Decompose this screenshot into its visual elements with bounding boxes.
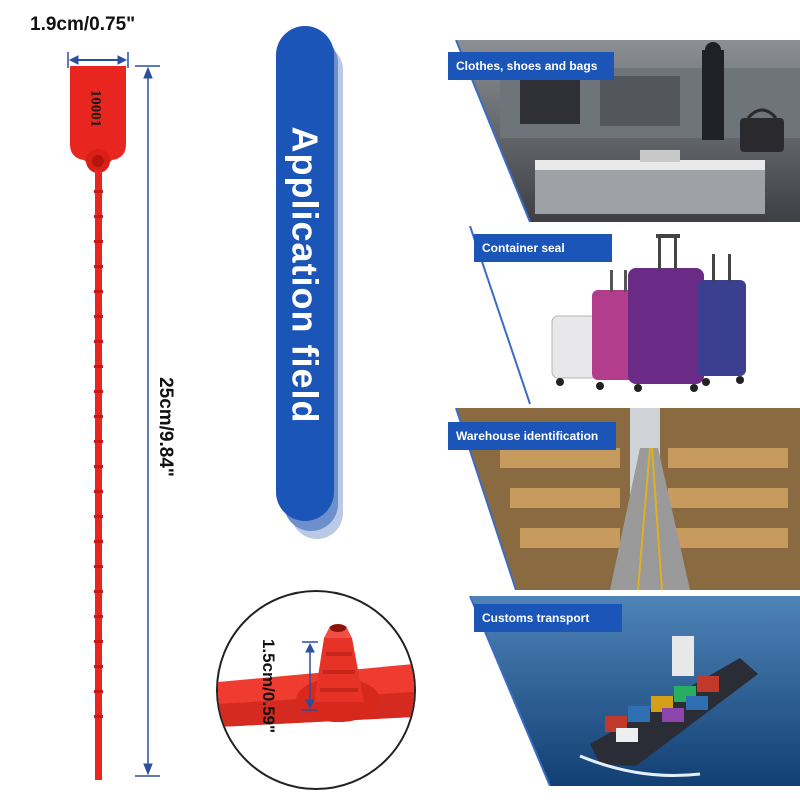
mannequin-icon xyxy=(702,50,724,140)
suitcase-icon xyxy=(628,268,704,384)
warehouse-photo: Warehouse identification xyxy=(440,408,800,590)
length-label: 25cm/9.84" xyxy=(155,377,176,477)
application-label-clothes: Clothes, shoes and bags xyxy=(448,52,614,80)
luggage-photo: Container seal xyxy=(440,226,800,404)
ship-photo: Customs transport xyxy=(440,596,800,786)
width-dimension-arrow xyxy=(67,52,129,68)
handbag-icon xyxy=(740,118,784,152)
height-dimension-arrow xyxy=(302,641,318,711)
banner-pill xyxy=(276,26,334,521)
application-label-customs: Customs transport xyxy=(474,604,622,632)
store-photo: Clothes, shoes and bags xyxy=(440,40,800,222)
application-label-warehouse: Warehouse identification xyxy=(448,422,616,450)
application-label-container: Container seal xyxy=(474,234,612,262)
serial-number: 10001 xyxy=(87,89,104,127)
seal-graphic xyxy=(67,52,160,780)
height-label: 1.5cm/0.59" xyxy=(258,638,278,734)
lock-detail-circle xyxy=(216,590,416,790)
seal-strap xyxy=(95,170,102,780)
banner-title: Application field xyxy=(284,126,326,424)
length-dimension-arrow xyxy=(135,65,160,777)
lock-detail-graphic xyxy=(218,624,414,727)
width-label: 1.9cm/0.75" xyxy=(30,14,136,35)
seal-tag xyxy=(70,66,126,162)
